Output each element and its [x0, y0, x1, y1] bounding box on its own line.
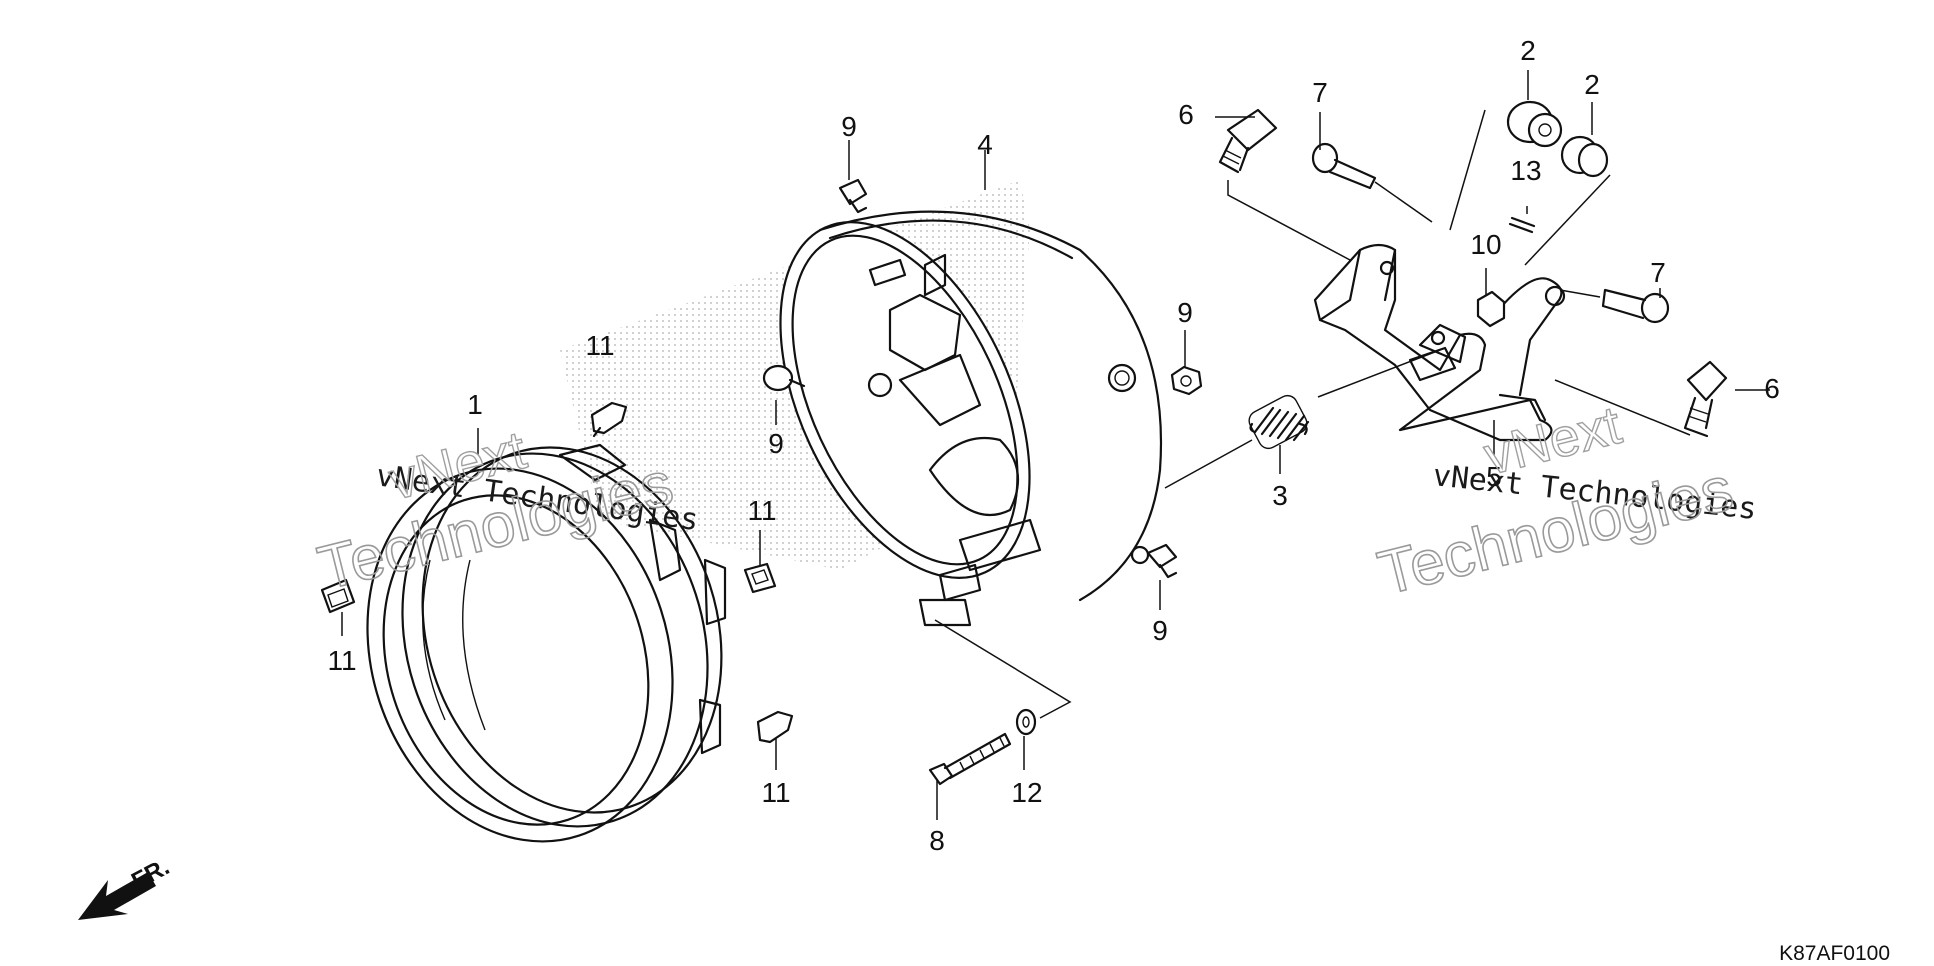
callout-4: 4: [977, 129, 993, 160]
clip-11-mid[interactable]: [743, 562, 777, 594]
collar-10[interactable]: [1476, 290, 1506, 328]
callout-11-mid: 11: [747, 495, 776, 526]
callout-3: 3: [1272, 480, 1288, 511]
watermark-right: vNext Technologies vNext Technologies: [1371, 394, 1758, 609]
screw-7-lower[interactable]: [1601, 288, 1670, 324]
callout-6-lower: 6: [1764, 373, 1780, 404]
leader-lines: [341, 70, 1770, 820]
screw-7-upper[interactable]: [1311, 142, 1377, 190]
callout-10: 10: [1470, 229, 1501, 260]
washer-12[interactable]: [1015, 708, 1037, 736]
callout-11-upper: 11: [585, 330, 614, 361]
bolt-8[interactable]: [928, 732, 1012, 786]
callout-7-lower: 7: [1650, 257, 1666, 288]
callout-5: 5: [1486, 461, 1502, 492]
callout-9-lower: 9: [1152, 615, 1168, 646]
bolt-6-lower[interactable]: [1683, 360, 1728, 438]
callout-9-mid-left: 9: [768, 428, 784, 459]
headlight-unit[interactable]: [321, 408, 768, 881]
callout-7-upper: 7: [1312, 77, 1328, 108]
screw-9-mid-left[interactable]: [762, 364, 806, 392]
clip-11-lower[interactable]: [756, 710, 794, 744]
callout-13: 13: [1510, 155, 1541, 186]
callout-11-lower: 11: [761, 777, 790, 808]
callout-8: 8: [929, 825, 945, 856]
clip-11-upper[interactable]: [590, 401, 628, 438]
callout-11-left: 11: [327, 645, 356, 676]
callout-2-right: 2: [1584, 69, 1600, 100]
callout-9-top: 9: [841, 111, 857, 142]
nut-9-right[interactable]: [1170, 365, 1203, 396]
headlight-bracket[interactable]: [1313, 243, 1566, 442]
headlight-case[interactable]: [730, 183, 1163, 627]
pin-13[interactable]: [1508, 216, 1536, 234]
callout-6-upper: 6: [1178, 99, 1194, 130]
screw-9-lower[interactable]: [1146, 543, 1178, 579]
callouts: 1 2 2 3 4 5 6 6 7 7 8 9 9 9 9 10 11 11 1…: [327, 35, 1779, 856]
diagram-code: K87AF0100: [1779, 942, 1890, 965]
callout-2-left: 2: [1520, 35, 1536, 66]
spring[interactable]: [1246, 392, 1311, 452]
grommet-2-left[interactable]: [1506, 100, 1563, 148]
bolt-6-upper[interactable]: [1218, 108, 1278, 174]
screw-9-top[interactable]: [838, 178, 868, 214]
clip-11-left[interactable]: [320, 578, 356, 614]
arrow-icon: [78, 872, 156, 920]
callout-1: 1: [467, 389, 483, 420]
callout-9-right: 9: [1177, 297, 1193, 328]
grommet-2-right[interactable]: [1560, 135, 1609, 178]
front-direction-arrow: FR.: [78, 853, 174, 920]
callout-12: 12: [1011, 777, 1042, 808]
